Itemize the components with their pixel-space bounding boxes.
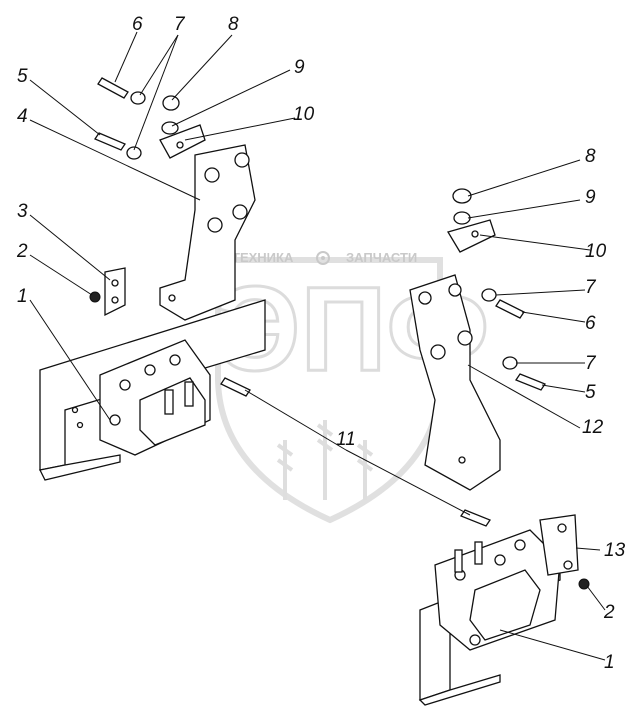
- callout-8: 8: [228, 14, 239, 35]
- leader-lines: [29, 31, 606, 661]
- valve-block-right: [434, 514, 590, 651]
- valve-block-left: [89, 291, 211, 456]
- callout-9-right: 9: [585, 187, 596, 208]
- callout-4: 4: [17, 106, 28, 127]
- callout-8-right: 8: [585, 146, 596, 167]
- callout-7: 7: [174, 14, 186, 35]
- callout-5: 5: [17, 66, 28, 87]
- callout-9: 9: [294, 57, 305, 78]
- callout-1-right: 1: [604, 652, 615, 673]
- bracket-4: [159, 144, 256, 321]
- gear-icon: [316, 251, 330, 265]
- callout-7-right-lower: 7: [585, 353, 597, 374]
- callout-6-right: 6: [585, 313, 596, 334]
- bracket-12: [409, 274, 501, 491]
- callout-labels: 6 7 8 9 10 5 4 3 2 1 8 9 10 7 6 7 5 12 1…: [16, 14, 626, 673]
- callout-13: 13: [604, 540, 626, 561]
- callout-2: 2: [16, 241, 28, 262]
- fasteners-top-left: [94, 77, 206, 160]
- callout-3: 3: [17, 201, 28, 222]
- callout-10: 10: [293, 104, 315, 125]
- callout-11: 11: [336, 429, 356, 450]
- plate-3: [104, 267, 126, 317]
- watermark-wheat: [276, 420, 374, 500]
- callout-5-right: 5: [585, 382, 596, 403]
- callout-1: 1: [17, 286, 28, 307]
- callout-6: 6: [132, 14, 143, 35]
- callout-12: 12: [582, 417, 604, 438]
- callout-7-right: 7: [585, 277, 597, 298]
- callout-10-right: 10: [585, 241, 607, 262]
- watermark-left-text: ТЕХНИКА: [232, 250, 294, 265]
- callout-2-right: 2: [603, 602, 615, 623]
- fasteners-top-right: [447, 188, 546, 391]
- watermark-right-text: ЗАПЧАСТИ: [346, 250, 417, 265]
- left-frame-rail: [39, 299, 266, 481]
